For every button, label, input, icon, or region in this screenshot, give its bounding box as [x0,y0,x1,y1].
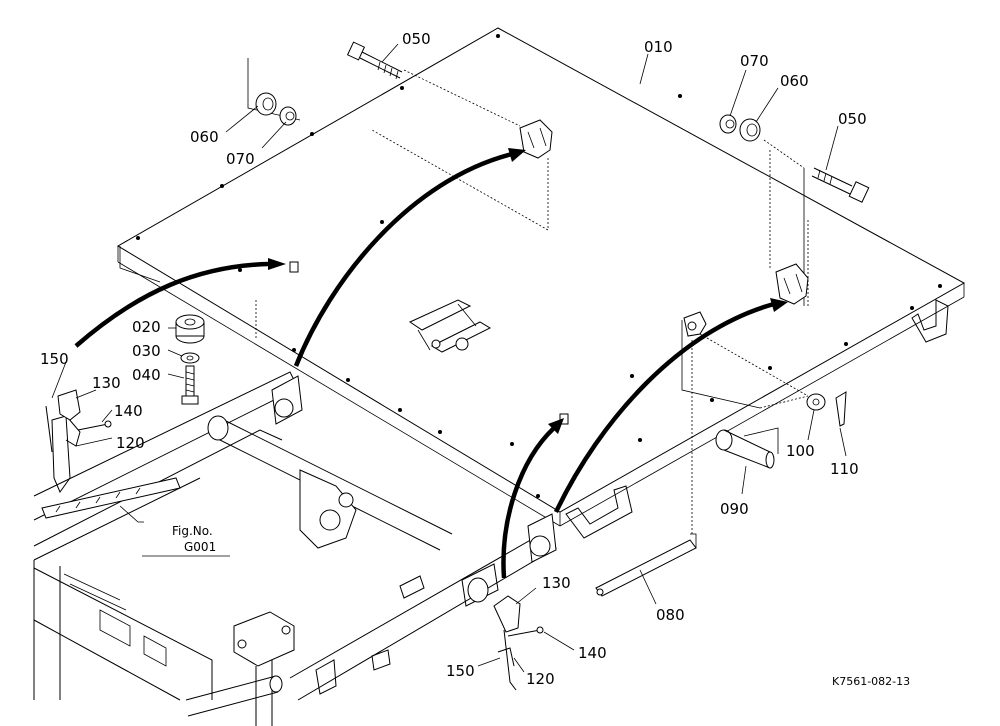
cushion-020 [175,314,205,344]
floor-plate [117,27,966,539]
latch-bracket-right [775,263,809,305]
latch-bracket-center [683,311,707,337]
callout-130-right: 130 [542,574,571,592]
figure-ref-line1: Fig.No. [172,524,213,538]
center-bracket [408,299,492,353]
assembly-guides [255,69,809,534]
chassis-frame [33,371,557,726]
callout-060-left: 060 [190,128,219,146]
callout-140-left: 140 [114,402,143,420]
install-arrows [74,148,788,579]
nut-060-right [739,118,761,142]
handle-right [911,299,949,343]
callout-050-left: 050 [402,30,431,48]
callout-040: 040 [132,366,161,384]
callout-020: 020 [132,318,161,336]
callout-060-right: 060 [780,72,809,90]
rod-080 [595,533,697,597]
bolt-050-left [346,41,403,80]
callout-090: 090 [720,500,749,518]
figure-ref-line2: G001 [184,540,216,554]
latch-bracket-top [519,119,553,159]
bolt-050-right [811,167,870,203]
callout-150-right: 150 [446,662,475,680]
latch-assembly-left [45,389,112,494]
plate-holes [136,34,942,498]
callout-110: 110 [830,460,859,478]
handle-front [565,485,633,539]
clip-small-left [289,261,299,273]
callout-080: 080 [656,606,685,624]
callout-070-left: 070 [226,150,255,168]
nut-070-left [279,106,297,126]
drawing-code: K7561-082-13 [832,675,910,688]
callout-120-right: 120 [526,670,555,688]
pin-090 [715,427,779,469]
callout-100: 100 [786,442,815,460]
callout-140-right: 140 [578,644,607,662]
nut-060-left [255,92,277,116]
callout-130-left: 130 [92,374,121,392]
nut-070-right [719,114,737,134]
pin-110 [835,391,847,427]
latch-assembly-right [493,595,544,691]
bolt-040 [181,365,199,405]
washer-100 [806,393,826,411]
clip-small-center [559,413,569,425]
callout-120-left: 120 [116,434,145,452]
callout-050-right: 050 [838,110,867,128]
callout-labels: 010 020 030 040 050 050 060 060 070 070 … [40,30,910,688]
washer-030 [180,352,200,364]
callout-150-left: 150 [40,350,69,368]
callout-030: 030 [132,342,161,360]
leader-lines [51,43,847,673]
callout-070-right: 070 [740,52,769,70]
callout-010: 010 [644,38,673,56]
